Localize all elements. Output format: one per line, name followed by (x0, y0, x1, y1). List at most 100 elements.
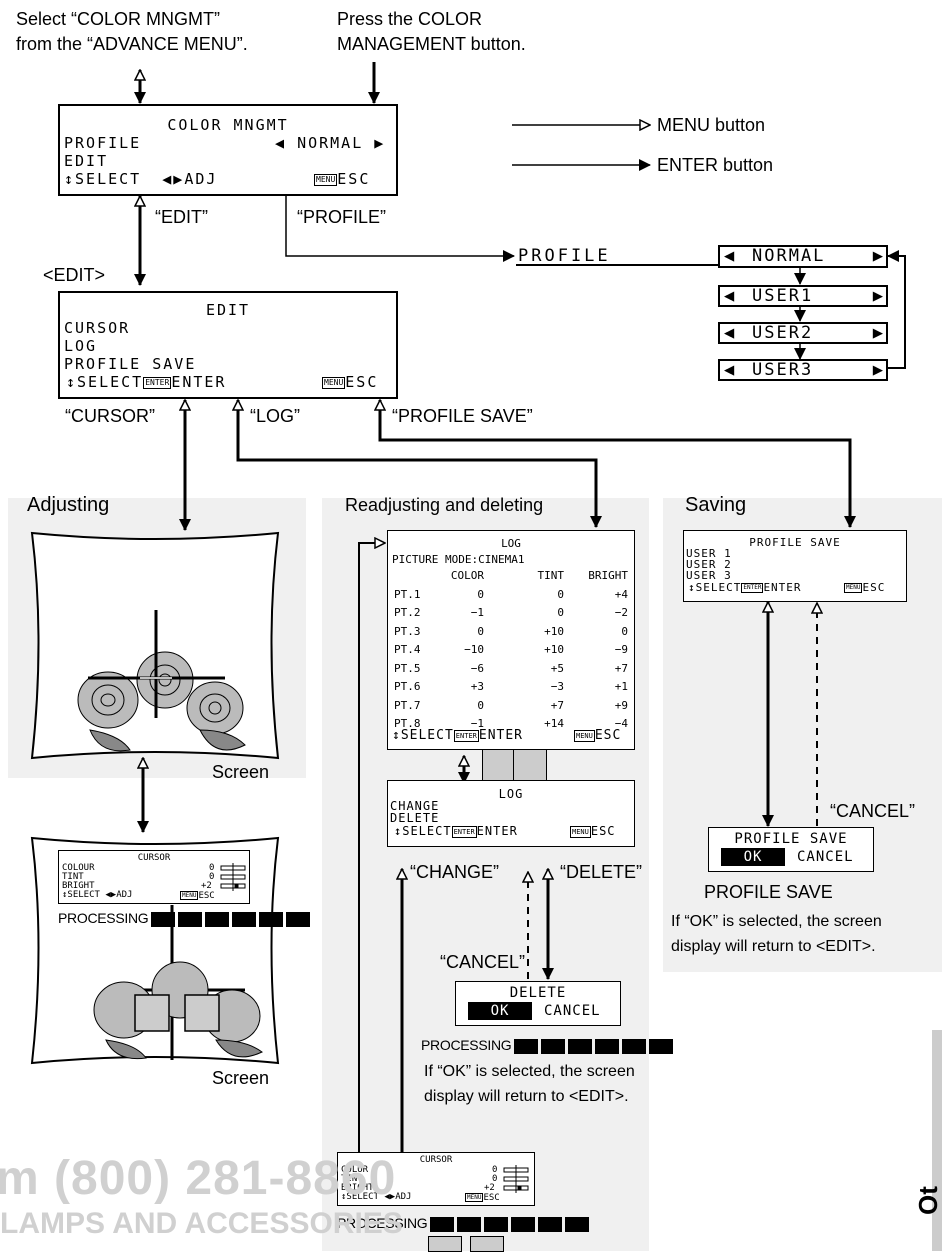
profile-save-user3[interactable]: USER 3 (686, 570, 732, 581)
log-cell: 0 (484, 586, 564, 605)
log-osd: LOG PICTURE MODE:CINEMA1 COLOR TINT BRIG… (387, 530, 635, 750)
gray-square (470, 1236, 504, 1252)
log-picture-mode: PICTURE MODE:CINEMA1 (392, 553, 524, 566)
log-cell: 0 (440, 623, 484, 642)
log-cell: +7 (564, 660, 628, 679)
log-cell: −10 (440, 641, 484, 660)
log-table-row: PT.2−10−2 (394, 604, 628, 623)
menu-key-icon: MENU (574, 730, 595, 742)
profile-save-osd: PROFILE SAVE USER 1 USER 2 USER 3 ↕SELEC… (683, 530, 907, 602)
enter-key-icon: ENTER (741, 583, 763, 593)
enter-key-icon: ENTER (452, 826, 477, 838)
arrow-label-delete: “DELETE” (560, 861, 642, 883)
footer-select-text: SELECT (402, 824, 451, 838)
log-cell: +10 (484, 623, 564, 642)
footer-esc-text: ESC (595, 728, 621, 743)
gray-square (482, 749, 516, 783)
screen-label-2: Screen (212, 1067, 269, 1089)
log-point-label: PT.4 (394, 641, 440, 660)
log-menu-delete[interactable]: DELETE (390, 811, 439, 825)
save-ok-button[interactable]: OK (721, 848, 785, 866)
log-table-row: PT.30+100 (394, 623, 628, 642)
processing-adjusting: PROCESSING (58, 907, 310, 929)
delete-cancel-button[interactable]: CANCEL (544, 1002, 601, 1020)
enter-key-icon: ENTER (454, 730, 479, 742)
log-cell: −1 (440, 604, 484, 623)
log-cell: 0 (564, 623, 628, 642)
menu-key-icon: MENU (570, 826, 591, 838)
log-point-label: PT.1 (394, 586, 440, 605)
log-point-label: PT.5 (394, 660, 440, 679)
log-cell: −6 (440, 660, 484, 679)
log-header-tint: TINT (484, 567, 564, 586)
processing-text: PROCESSING (58, 910, 148, 926)
log-cell: +1 (564, 678, 628, 697)
log-cell: +10 (484, 641, 564, 660)
log-cell: +7 (484, 697, 564, 716)
updown-icon: ↕ (392, 728, 401, 743)
log-table-row: PT.6+3−3+1 (394, 678, 628, 697)
profile-save-footer: ↕SELECTENTERENTER MENUESC (688, 582, 902, 593)
log-cell: +4 (564, 586, 628, 605)
log-point-label: PT.6 (394, 678, 440, 697)
delete-ok-button[interactable]: OK (468, 1002, 532, 1020)
cursor-sliders (59, 851, 249, 903)
log-header-bright: BRIGHT (564, 567, 628, 586)
log-point-label: PT.3 (394, 623, 440, 642)
log-cell: −9 (564, 641, 628, 660)
log-table-row: PT.4−10+10−9 (394, 641, 628, 660)
save-caption: PROFILE SAVE (704, 881, 833, 903)
save-note-line1: If “OK” is selected, the screen (671, 911, 882, 933)
watermark-phone: m (800) 281-8860 (0, 1153, 396, 1205)
gray-square (428, 1236, 462, 1252)
delete-confirm-osd: DELETE OK CANCEL (455, 981, 621, 1026)
updown-icon: ↕ (688, 581, 696, 594)
processing-text: PROCESSING (421, 1037, 511, 1053)
log-header-row: COLOR TINT BRIGHT (394, 567, 628, 586)
log-point-label: PT.7 (394, 697, 440, 716)
log-menu-osd: LOG CHANGE DELETE ↕SELECTENTERENTER MENU… (387, 780, 635, 847)
screen-label-1: Screen (212, 761, 269, 783)
log-osd-title: LOG (388, 537, 634, 550)
log-table-row: PT.70+7+9 (394, 697, 628, 716)
updown-icon: ↕ (394, 824, 402, 838)
footer-select-text: SELECT (401, 728, 454, 743)
watermark-tagline: LAMPS AND ACCESSORIES (0, 1207, 403, 1241)
log-cell: +9 (564, 697, 628, 716)
log-header-color: COLOR (440, 567, 484, 586)
processing-delete: PROCESSING (421, 1034, 673, 1056)
save-confirm-osd: PROFILE SAVE OK CANCEL (708, 827, 874, 872)
log-cell: −3 (484, 678, 564, 697)
delete-confirm-title: DELETE (456, 985, 620, 1001)
save-cancel-button[interactable]: CANCEL (797, 848, 854, 866)
log-cell: 0 (440, 697, 484, 716)
menu-key-icon: MENU (844, 583, 862, 593)
footer-esc-text: ESC (591, 824, 616, 838)
log-cell: +5 (484, 660, 564, 679)
footer-esc-text: ESC (862, 581, 885, 594)
gray-square (513, 749, 547, 783)
arrow-label-cancel-save: “CANCEL” (830, 800, 915, 822)
delete-note-line2: display will return to <EDIT>. (424, 1086, 629, 1108)
log-cell: +3 (440, 678, 484, 697)
footer-enter-text: ENTER (477, 824, 518, 838)
log-cell: 0 (484, 604, 564, 623)
save-confirm-title: PROFILE SAVE (709, 831, 873, 847)
log-cell: 0 (440, 586, 484, 605)
side-tab-text: Ot (917, 1186, 939, 1215)
cursor-osd: CURSOR COLOUR 0 TINT 0 BRIGHT +2 ↕SELECT… (58, 850, 250, 904)
footer-select-text: SELECT (696, 581, 742, 594)
delete-note-line1: If “OK” is selected, the screen (424, 1061, 635, 1083)
arrow-label-cancel-log: “CANCEL” (440, 951, 525, 973)
save-note-line2: display will return to <EDIT>. (671, 936, 876, 958)
log-point-label: PT.2 (394, 604, 440, 623)
arrow-label-change: “CHANGE” (410, 861, 499, 883)
log-table-row: PT.5−6+5+7 (394, 660, 628, 679)
log-table: COLOR TINT BRIGHT PT.100+4PT.2−10−2PT.30… (394, 567, 628, 734)
footer-enter-text: ENTER (763, 581, 801, 594)
footer-enter-text: ENTER (479, 728, 523, 743)
log-cell: −2 (564, 604, 628, 623)
